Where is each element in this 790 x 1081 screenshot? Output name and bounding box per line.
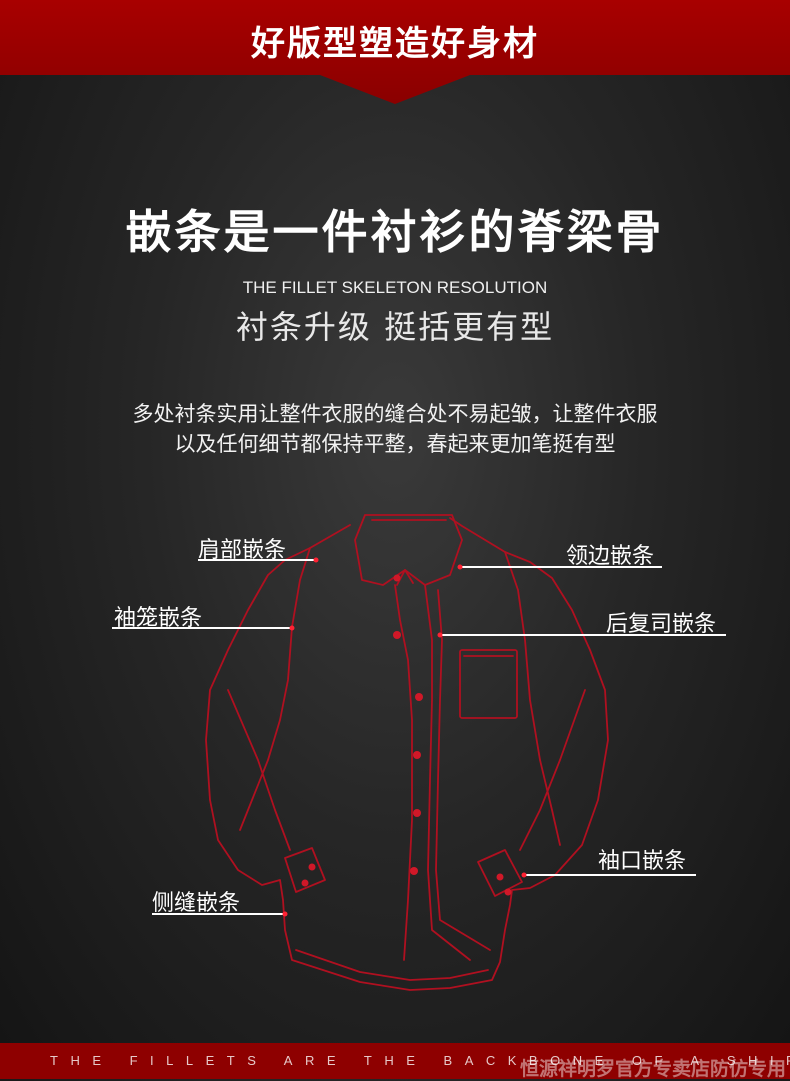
right-cuff xyxy=(477,849,523,897)
subtitle-english: THE FILLET SKELETON RESOLUTION xyxy=(242,278,548,297)
subtitle-chinese: 衬条升级 挺括更有型 xyxy=(235,308,555,346)
left-cuff xyxy=(284,847,326,893)
button xyxy=(393,574,401,582)
sleeve-left-seam xyxy=(239,547,311,831)
description-line-1: 多处衬条实用让整件衣服的缝合处不易起皱，让整件衣服 xyxy=(132,402,658,426)
footer-tagline: THE FILLETS ARE THE BACKBONE OF A SHIRT xyxy=(50,1053,790,1068)
label-cuff-fillet: 袖口嵌条 xyxy=(598,849,687,874)
sleeve-right-seam xyxy=(504,551,561,846)
button xyxy=(415,693,423,701)
top-banner xyxy=(0,0,790,105)
shirt-body-outline xyxy=(205,517,609,991)
description-line-2: 以及任何细节都保持平整，春起来更加笔挺有型 xyxy=(174,432,616,456)
shirt-placket xyxy=(394,584,491,961)
chest-pocket xyxy=(459,649,518,719)
label-sleeve-fillet: 袖笼嵌条 xyxy=(114,606,203,631)
button xyxy=(496,873,504,881)
banner-title: 好版型塑造好身材 xyxy=(251,24,539,64)
label-collar-fillet: 领边嵌条 xyxy=(566,544,655,569)
button xyxy=(413,751,421,759)
button xyxy=(393,631,401,639)
button-group xyxy=(301,574,512,896)
button xyxy=(308,863,316,871)
page-title: 嵌条是一件衬衫的脊梁骨 xyxy=(125,205,665,259)
label-side-seam-fillet: 侧缝嵌条 xyxy=(152,891,241,916)
banner-shape xyxy=(0,0,790,104)
button xyxy=(504,888,512,896)
watermark: 恒源祥明罗官方专卖店防仿专用 xyxy=(519,1058,786,1080)
label-back-yoke-fillet: 后复司嵌条 xyxy=(606,612,717,637)
shirt-collar xyxy=(354,514,463,586)
label-shoulder-fillet: 肩部嵌条 xyxy=(198,538,287,563)
button xyxy=(301,879,309,887)
button xyxy=(410,867,418,875)
footer-bar xyxy=(0,1043,790,1079)
button xyxy=(413,809,421,817)
